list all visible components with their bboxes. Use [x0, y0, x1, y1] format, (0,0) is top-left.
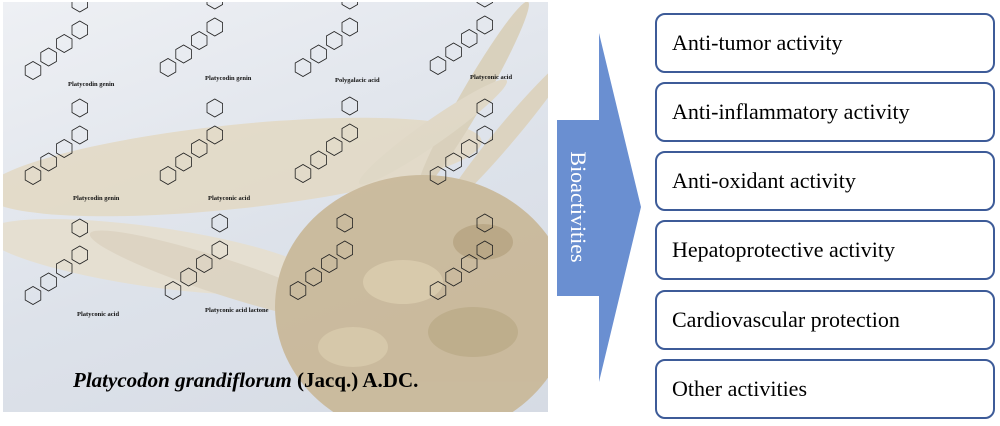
compound-label: Platycodin genin [205, 75, 252, 82]
chemical-structure [159, 2, 224, 77]
compound-label: Polygalacic acid [335, 77, 380, 84]
activity-box-other: Other activities [655, 359, 995, 419]
chemical-structure [294, 2, 359, 77]
chemical-structure [289, 213, 354, 300]
root-photo-illustration [3, 2, 548, 412]
chemical-structure [164, 213, 229, 300]
compound-label: Platyconic acid lactone [205, 307, 269, 314]
compound-label: Platyconic acid [470, 74, 513, 81]
activity-label: Hepatoprotective activity [672, 237, 895, 262]
activity-label: Cardiovascular protection [672, 307, 900, 332]
chemical-structure [24, 98, 88, 185]
compound-label: Platycodin genin [73, 195, 120, 202]
activity-label: Anti-inflammatory activity [672, 99, 910, 124]
chemical-structure [24, 2, 88, 80]
species-authority: (Jacq.) A.DC. [291, 368, 419, 392]
chemical-structure [429, 2, 494, 75]
chemical-structure [429, 213, 494, 300]
activity-label: Other activities [672, 376, 808, 401]
compound-label: Platyconic acid [77, 311, 120, 318]
compound-label: Platycodin genin [68, 81, 115, 88]
species-name: Platycodon grandiflorum (Jacq.) A.DC. [73, 368, 418, 393]
activity-box-cardiovascular: Cardiovascular protection [655, 290, 995, 350]
chemical-structure [159, 98, 224, 185]
chemical-structure [294, 96, 359, 183]
compound-label: Platyconic acid [208, 195, 251, 202]
activity-box-anti-oxidant: Anti-oxidant activity [655, 151, 995, 211]
activity-label: Anti-oxidant activity [672, 168, 856, 193]
activity-box-anti-tumor: Anti-tumor activity [655, 13, 995, 73]
chemical-structure [429, 98, 494, 185]
species-binomial: Platycodon grandiflorum [73, 368, 292, 392]
activity-box-anti-inflammatory: Anti-inflammatory activity [655, 82, 995, 142]
platycodon-image-panel: Platycodin genin Platycodin genin Polyga… [3, 2, 548, 412]
arrow-label: Bioactivities [566, 151, 591, 263]
chemical-structure [24, 218, 88, 305]
activity-box-hepatoprotective: Hepatoprotective activity [655, 220, 995, 280]
activity-label: Anti-tumor activity [672, 30, 843, 55]
